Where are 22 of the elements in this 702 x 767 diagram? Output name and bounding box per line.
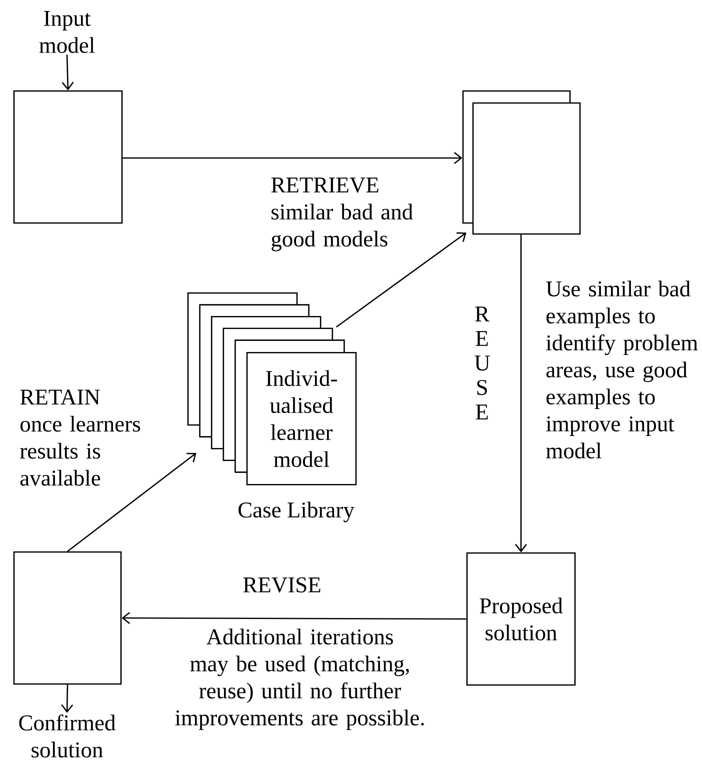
- arrow: [62, 54, 74, 90]
- edge-label: REVISE: [243, 577, 320, 593]
- page-stack: Individ- ualised learner model: [187, 292, 357, 486]
- process-box: [13, 551, 122, 685]
- edge-label: R E U S E: [474, 306, 490, 420]
- note-text: Additional iterations may be used (matching, reuse) until no further improvements are possible.: [175, 628, 424, 730]
- node-text: Confirmed solution: [19, 714, 116, 758]
- note-text: Use similar bad examples to identify problem areas, use good examples to improve input model: [546, 280, 698, 458]
- node-label: Case Library: [238, 502, 354, 522]
- arrow: [515, 234, 528, 552]
- edge-label: RETAIN once learners results is available: [20, 390, 140, 486]
- process-box: [13, 90, 123, 224]
- node-text: Input model: [39, 11, 95, 53]
- process-box: Proposed solution: [466, 552, 576, 686]
- arrow: [122, 152, 462, 164]
- arrow: [122, 612, 466, 624]
- node-label: model: [274, 451, 330, 468]
- edge-label: RETRIEVE similar bad and good models: [271, 178, 413, 252]
- arrow: [336, 232, 466, 328]
- arrow: [61, 684, 74, 713]
- page-stack: [462, 90, 581, 235]
- arrow: [67, 452, 196, 552]
